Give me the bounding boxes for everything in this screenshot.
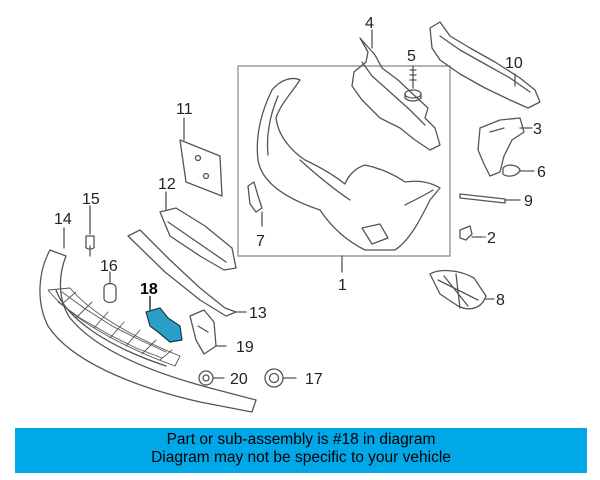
part-12-grille [159, 191, 237, 271]
callout-10: 10 [505, 55, 523, 72]
part-14-spoiler [39, 227, 257, 413]
part-3-bracket [477, 117, 533, 177]
callout-5: 5 [407, 48, 416, 65]
info-banner: Part or sub-assembly is #18 in diagram D… [15, 428, 587, 473]
callout-13: 13 [249, 305, 267, 322]
part-4-bracket [351, 29, 441, 151]
callout-1: 1 [338, 277, 347, 294]
part-18-highlighted [145, 296, 183, 343]
part-19-bracket [189, 309, 227, 355]
part-1-bumper-cover [256, 77, 441, 251]
part-7-clip [247, 181, 263, 227]
callout-11: 11 [176, 101, 193, 118]
callout-8: 8 [496, 292, 505, 309]
part-8-grille [429, 269, 495, 310]
callout-6: 6 [537, 164, 546, 181]
callout-12: 12 [158, 176, 176, 193]
banner-line-1: Part or sub-assembly is #18 in diagram [166, 431, 436, 448]
callout-19: 19 [236, 339, 254, 356]
part-9-strip [459, 193, 521, 204]
callout-20: 20 [230, 371, 248, 388]
callout-9: 9 [524, 193, 533, 210]
banner-line-2: Diagram may not be specific to your vehi… [151, 449, 451, 466]
callout-18: 18 [140, 281, 158, 298]
part-16-clip [103, 271, 117, 304]
part-10-absorber [429, 21, 541, 109]
lower-grille-mesh [47, 287, 181, 367]
callout-7: 7 [256, 233, 265, 250]
callout-3: 3 [533, 121, 542, 138]
callout-14: 14 [54, 211, 72, 228]
callout-4: 4 [365, 15, 374, 32]
part-5-screw [404, 65, 422, 102]
callout-16: 16 [100, 258, 118, 275]
detail-box [237, 65, 451, 257]
parts-diagram: 1 2 3 4 5 6 7 8 9 10 11 12 13 14 15 16 1… [39, 15, 546, 413]
part-13-trim [127, 229, 247, 317]
callout-17: 17 [305, 371, 323, 388]
callout-2: 2 [487, 230, 496, 247]
part-15-pin [85, 205, 95, 257]
part-11-license-bracket [179, 117, 223, 197]
callout-15: 15 [82, 191, 100, 208]
part-2-clip [459, 225, 483, 241]
